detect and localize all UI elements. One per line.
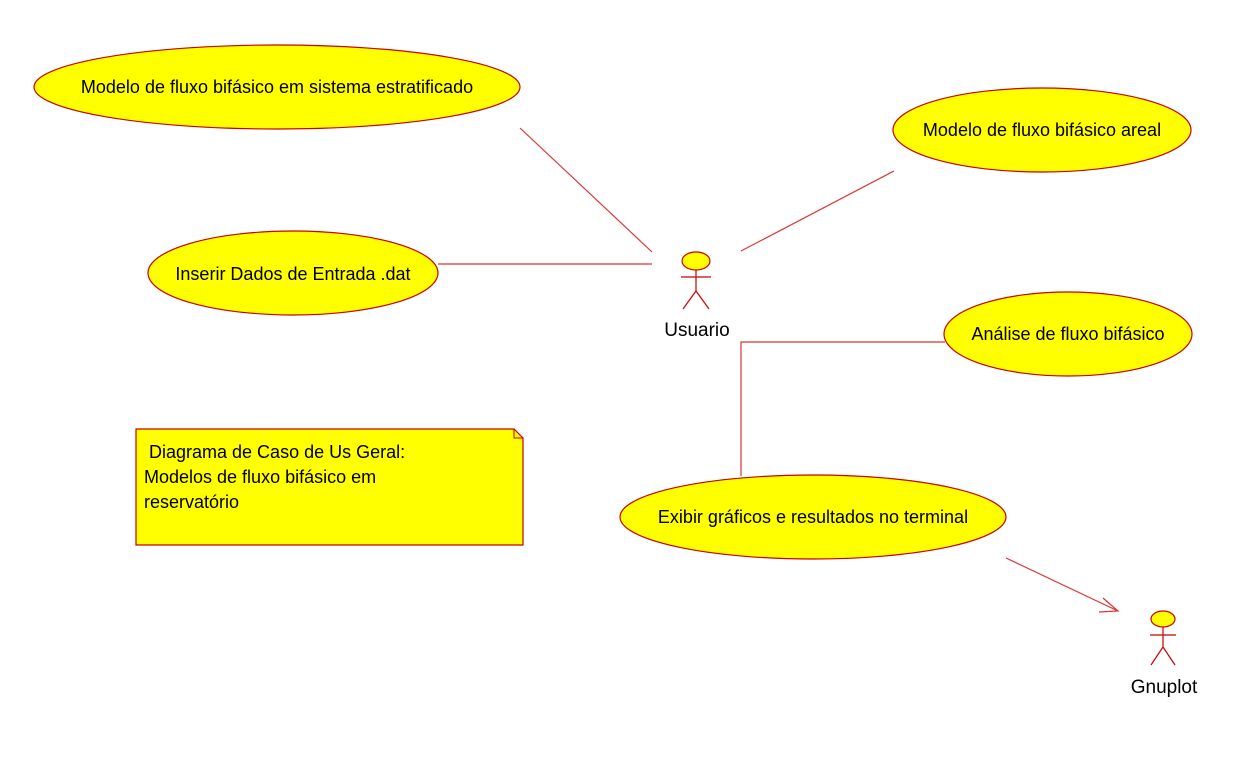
use-case-estratificado-label: Modelo de fluxo bifásico em sistema estr… <box>81 77 473 97</box>
use-case-inserir-label: Inserir Dados de Entrada .dat <box>175 264 410 284</box>
use-case-exibir-label: Exibir gráficos e resultados no terminal <box>658 507 968 527</box>
note-line-2: Modelos de fluxo bifásico em <box>144 467 377 487</box>
note-text: Diagrama de Caso de Us Geral: Modelos de… <box>144 440 504 515</box>
association-usuario-areal <box>740 170 895 252</box>
actor-gnuplot-label: Gnuplot <box>1131 677 1198 698</box>
stick-figure-icon <box>681 251 711 310</box>
use-case-areal[interactable]: Modelo de fluxo bifásico areal <box>892 87 1192 173</box>
stick-figure-icon <box>1150 610 1176 666</box>
use-case-analise[interactable]: Análise de fluxo bifásico <box>943 291 1193 377</box>
actor-usuario[interactable]: Usuario <box>664 251 730 341</box>
note-line-3: reservatório <box>144 492 240 512</box>
note-line-1: Diagrama de Caso de Us Geral: <box>144 442 406 462</box>
association-analise-exibir <box>740 341 945 476</box>
use-case-analise-label: Análise de fluxo bifásico <box>971 324 1164 344</box>
use-case-inserir[interactable]: Inserir Dados de Entrada .dat <box>147 230 439 316</box>
use-case-estratificado[interactable]: Modelo de fluxo bifásico em sistema estr… <box>33 44 521 130</box>
use-case-areal-label: Modelo de fluxo bifásico areal <box>923 120 1161 140</box>
note-box[interactable] <box>135 428 524 546</box>
association-exibir-gnuplot <box>1005 557 1120 613</box>
actor-usuario-label: Usuario <box>664 320 729 341</box>
association-usuario-estratificado <box>519 127 653 253</box>
use-case-exibir[interactable]: Exibir gráficos e resultados no terminal <box>619 474 1007 560</box>
actor-gnuplot[interactable]: Gnuplot <box>1131 610 1198 698</box>
